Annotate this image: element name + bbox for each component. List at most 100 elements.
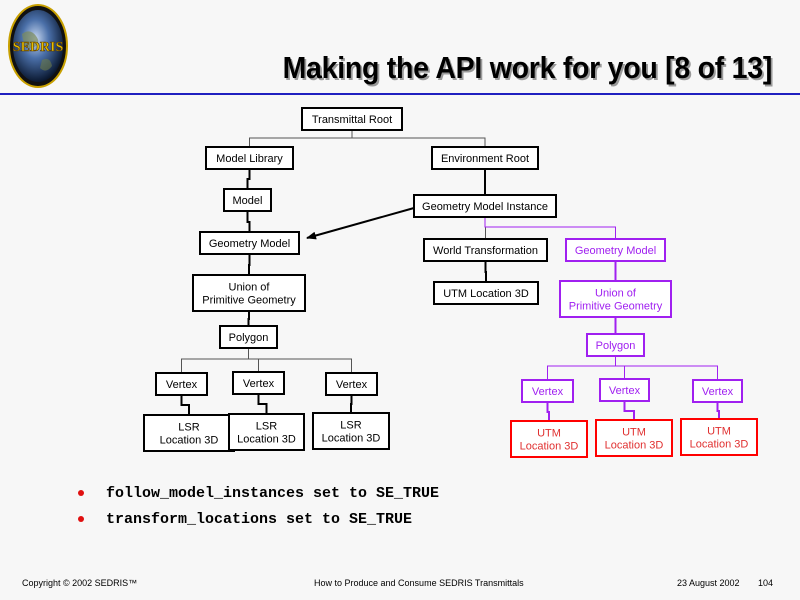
bullet-item: follow_model_instances set to SE_TRUE [78, 480, 439, 506]
logo-text: SEDRIS [13, 40, 64, 55]
node-label: Primitive Geometry [569, 301, 663, 313]
node-box [599, 378, 650, 402]
node-polygon-right: Polygon [586, 333, 645, 357]
node-label: Union of [229, 282, 271, 294]
node-label: Location 3D [520, 441, 579, 453]
node-label: World Transformation [433, 245, 538, 257]
node-label: Polygon [596, 340, 636, 352]
node-box [143, 414, 235, 452]
connector-geometry-model-instance-to-geometry-model-right [484, 217, 616, 239]
node-box [223, 188, 272, 212]
node-label: Vertex [609, 385, 641, 397]
connector-polygon-right-to-vertex-right-3 [615, 356, 718, 380]
connector-vertex-right-2-to-utm-2 [623, 401, 635, 420]
sedris-logo: SEDRIS [8, 4, 68, 88]
node-model: Model [223, 188, 272, 212]
node-vertex-left-2: Vertex [232, 371, 285, 395]
node-label: LSR [178, 422, 199, 434]
node-label: Environment Root [441, 153, 529, 165]
footer-copyright: Copyright © 2002 SEDRIS™ [22, 578, 138, 588]
connector-model-library-to-model [246, 169, 251, 189]
bullet-list: follow_model_instances set to SE_TRUE tr… [78, 480, 439, 532]
node-label: Vertex [532, 386, 564, 398]
bullet-text: transform_locations set to SE_TRUE [106, 510, 413, 528]
node-box [312, 412, 390, 450]
node-label: Geometry Model [209, 238, 290, 250]
node-vertex-left-1: Vertex [155, 372, 208, 396]
node-transmittal-root: Transmittal Root [301, 107, 403, 131]
node-vertex-right-1: Vertex [521, 379, 574, 403]
bullet-dot-icon [78, 490, 84, 496]
node-box [301, 107, 403, 131]
node-box [559, 280, 672, 318]
node-box [521, 379, 574, 403]
node-label: Model Library [216, 153, 283, 165]
footer-presentation-title: How to Produce and Consume SEDRIS Transm… [314, 578, 524, 588]
node-box [433, 281, 539, 305]
bullet-item: transform_locations set to SE_TRUE [78, 506, 439, 532]
connector-vertex-left-2-to-lsr-2 [257, 394, 268, 414]
footer-date: 23 August 2002 [677, 578, 740, 588]
node-label: UTM Location 3D [443, 288, 529, 300]
node-box [199, 231, 300, 255]
node-box [595, 419, 673, 457]
bullet-text: follow_model_instances set to SE_TRUE [106, 484, 440, 502]
node-polygon-left: Polygon [219, 325, 278, 349]
node-box [413, 194, 557, 218]
node-utm-location-single: UTM Location 3D [433, 281, 539, 305]
node-vertex-left-3: Vertex [325, 372, 378, 396]
node-label: Transmittal Root [312, 114, 392, 126]
node-box [232, 371, 285, 395]
node-box [586, 333, 645, 357]
node-label: Polygon [229, 332, 269, 344]
connector-polygon-left-to-vertex-left-1 [181, 348, 249, 373]
page-title: Making the API work for you [8 of 13] [282, 50, 773, 85]
node-label: Location 3D [605, 440, 664, 452]
node-label: Vertex [243, 378, 275, 390]
node-geometry-model-left: Geometry Model [199, 231, 300, 255]
node-label: Location 3D [690, 439, 749, 451]
node-label: Location 3D [237, 434, 296, 446]
node-label: Geometry Model Instance [422, 201, 548, 213]
node-vertex-right-3: Vertex [692, 379, 743, 403]
node-box [510, 420, 588, 458]
connector-polygon-left-to-vertex-left-3 [248, 348, 352, 373]
node-box [692, 379, 743, 403]
node-label: UTM [537, 428, 561, 440]
connector-polygon-left-to-vertex-left-2 [248, 348, 259, 372]
node-label: Vertex [166, 379, 198, 391]
connector-vertex-left-3-to-lsr-3 [350, 395, 353, 413]
connector-model-to-geometry-model-left [246, 211, 251, 232]
node-box [431, 146, 539, 170]
title-rule [0, 93, 800, 95]
connector-world-transformation-to-utm-location-single [484, 261, 487, 282]
node-box [228, 413, 305, 451]
node-label: Primitive Geometry [202, 295, 296, 307]
connector-vertex-right-1-to-utm-1 [546, 402, 550, 421]
node-world-transformation: World Transformation [423, 238, 548, 262]
node-geometry-model-right: Geometry Model [565, 238, 666, 262]
node-box [192, 274, 306, 312]
bullet-dot-icon [78, 516, 84, 522]
node-box [219, 325, 278, 349]
node-label: Model [233, 195, 263, 207]
connector-vertex-right-3-to-utm-3 [716, 402, 720, 419]
node-label: Geometry Model [575, 245, 656, 257]
node-box [155, 372, 208, 396]
connector-polygon-right-to-vertex-right-1 [547, 356, 616, 380]
connector-transmittal-root-to-environment-root [351, 130, 486, 147]
connector-union-left-to-polygon-left [247, 311, 250, 326]
node-box [423, 238, 548, 262]
node-label: Location 3D [160, 435, 219, 447]
connector-transmittal-root-to-model-library [249, 130, 353, 147]
reference-arrow [306, 207, 415, 240]
node-environment-root: Environment Root [431, 146, 539, 170]
connector-vertex-left-1-to-lsr-1 [180, 395, 190, 415]
